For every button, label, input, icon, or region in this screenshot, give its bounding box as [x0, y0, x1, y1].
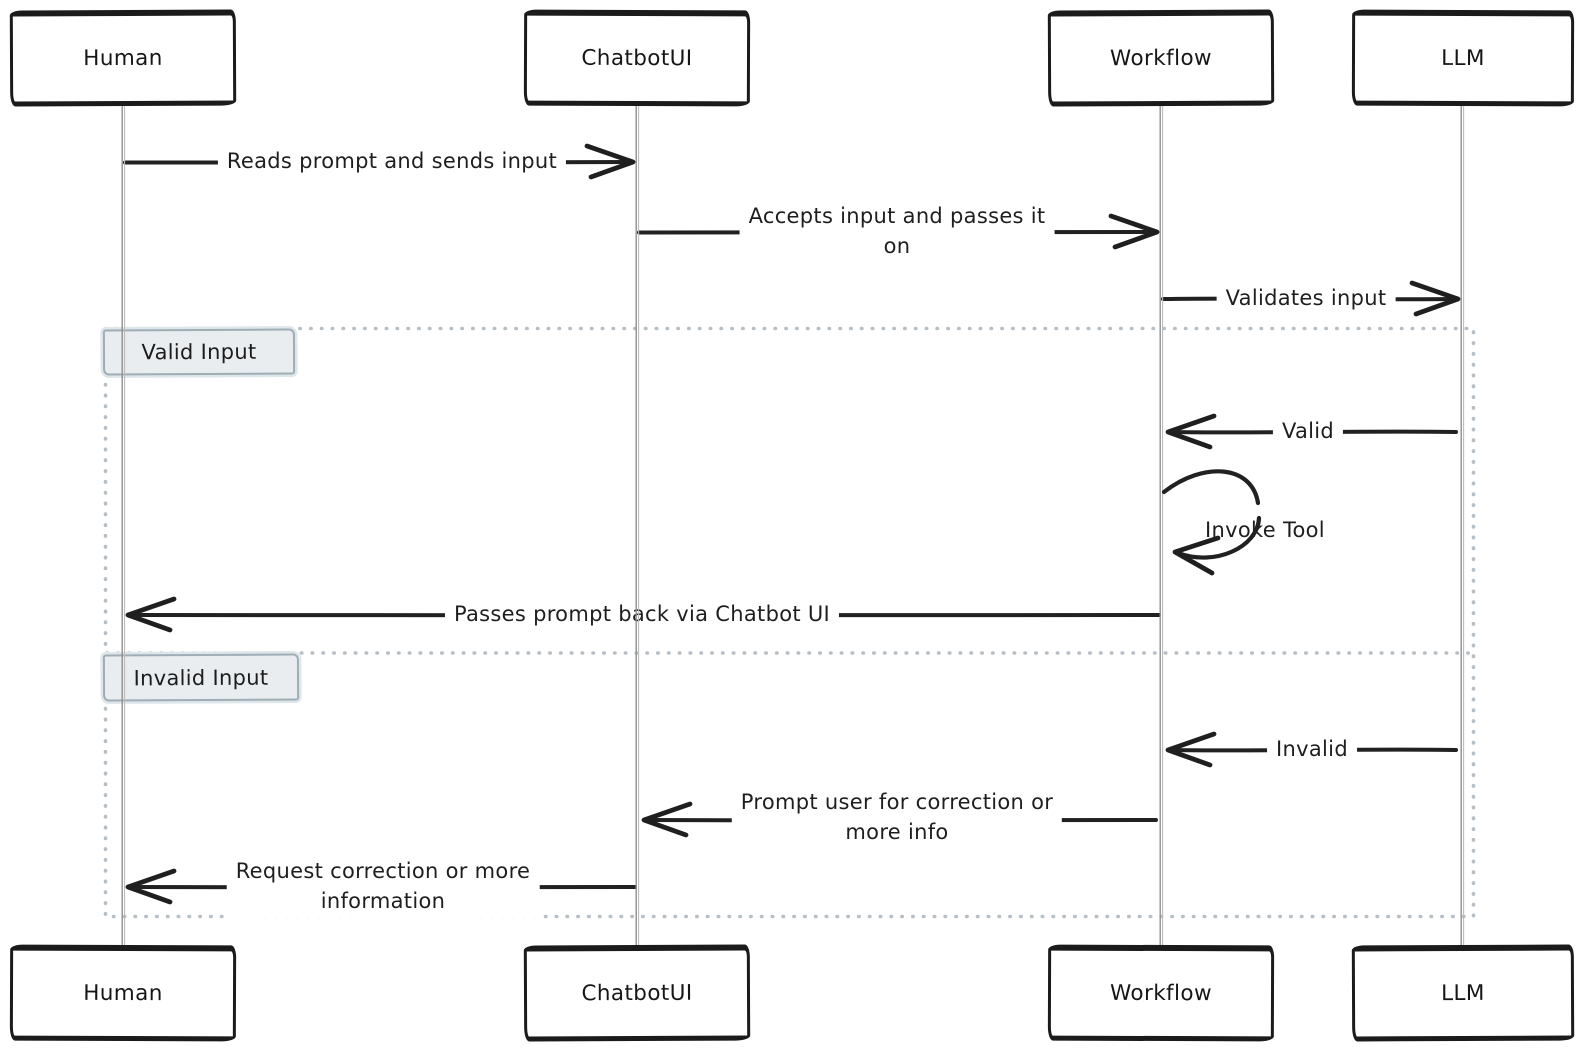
- message-label-passes-prompt-back: Passes prompt back via Chatbot UI: [444, 599, 840, 631]
- message-label-validates-input: Validates input: [1216, 283, 1396, 315]
- actor-box-chatbotui-top: ChatbotUI: [523, 9, 751, 107]
- self-loop-top-arc: [1161, 469, 1261, 506]
- actor-label: Human: [83, 45, 163, 72]
- arrowhead-invalid: [1165, 731, 1217, 768]
- message-label-request-correction: Request correction or more information: [226, 856, 540, 918]
- message-label-invoke-tool: Invoke Tool: [1205, 518, 1325, 543]
- arrowhead-request-correction: [125, 868, 177, 905]
- message-label-valid: Valid: [1272, 416, 1344, 448]
- frame-label-text: Invalid Input: [133, 665, 269, 690]
- actor-box-chatbotui-bottom: ChatbotUI: [523, 944, 751, 1042]
- arrowhead-accepts-input: [1108, 213, 1160, 250]
- message-label-accepts-input: Accepts input and passes it on: [739, 201, 1055, 263]
- actor-label: LLM: [1441, 45, 1485, 72]
- frame-label-text: Valid Input: [141, 339, 257, 365]
- actor-box-workflow-top: Workflow: [1047, 9, 1275, 107]
- message-label-invalid: Invalid: [1267, 734, 1357, 766]
- actor-box-llm-bottom: LLM: [1351, 944, 1575, 1042]
- arrowhead-validates-input: [1409, 280, 1461, 317]
- arrowhead-reads-prompt: [584, 143, 636, 180]
- actor-label: Human: [83, 980, 163, 1007]
- arrowhead-valid: [1165, 413, 1217, 450]
- actor-label: LLM: [1441, 980, 1485, 1007]
- actor-box-human-top: Human: [9, 9, 237, 107]
- arrowhead-passes-prompt-back: [125, 596, 177, 633]
- actor-label: ChatbotUI: [581, 980, 693, 1007]
- alt-frame-label-valid-input: Valid Input: [102, 328, 296, 376]
- message-label-prompt-user: Prompt user for correction or more info: [731, 787, 1063, 849]
- actor-box-llm-top: LLM: [1351, 9, 1575, 107]
- actor-label: ChatbotUI: [581, 45, 693, 72]
- actor-box-workflow-bottom: Workflow: [1047, 944, 1275, 1042]
- arrowhead-prompt-user: [641, 801, 693, 838]
- message-label-reads-prompt: Reads prompt and sends input: [217, 146, 567, 178]
- actor-label: Workflow: [1109, 45, 1213, 72]
- actor-label: Workflow: [1109, 980, 1213, 1007]
- alt-frame-label-invalid-input: Invalid Input: [102, 653, 300, 702]
- actor-box-human-bottom: Human: [9, 944, 237, 1042]
